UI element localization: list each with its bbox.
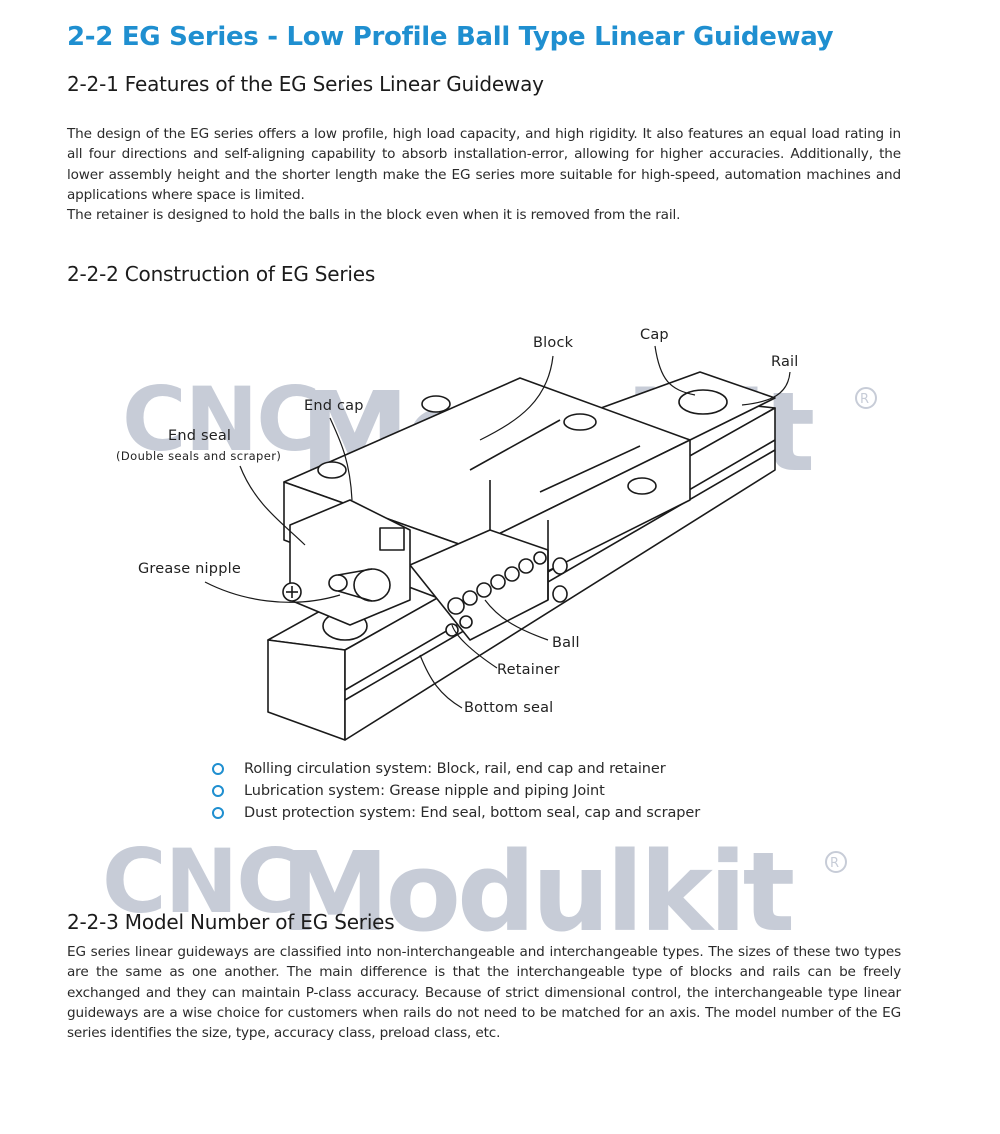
leader-retainer <box>451 624 498 669</box>
page-title: 2-2 EG Series - Low Profile Ball Type Li… <box>67 22 834 52</box>
leader-rail <box>741 371 791 406</box>
label-cap: Cap <box>640 327 669 343</box>
model-number-paragraph: EG series linear guideways are classifie… <box>67 944 901 1042</box>
leader-grease-nipple <box>204 581 341 603</box>
label-block: Block <box>533 335 574 351</box>
list-item: Dust protection system: End seal, bottom… <box>212 802 700 824</box>
label-grease-nipple: Grease nipple <box>138 561 241 577</box>
section-heading-features: 2-2-1 Features of the EG Series Linear G… <box>67 72 544 96</box>
label-end-seal: End seal <box>168 428 232 444</box>
leader-cap <box>654 345 696 396</box>
ring-bullet-icon <box>212 763 224 775</box>
ring-bullet-icon <box>212 807 224 819</box>
leader-block <box>479 355 554 441</box>
label-end-seal-note: (Double seals and scraper) <box>116 449 282 463</box>
label-end-cap: End cap <box>304 398 364 414</box>
ring-bullet-icon <box>212 785 224 797</box>
leader-end-seal <box>239 465 306 546</box>
end-seal-notch <box>379 527 405 551</box>
label-rail: Rail <box>771 354 799 370</box>
list-item: Rolling circulation system: Block, rail,… <box>212 758 700 780</box>
label-retainer: Retainer <box>497 662 560 678</box>
block-bolt-hole-left <box>317 461 347 479</box>
grease-nipple-hex <box>353 568 391 602</box>
section-heading-model-number: 2-2-3 Model Number of EG Series <box>67 910 395 934</box>
cap-hole <box>678 389 728 415</box>
ball-row <box>445 551 547 637</box>
label-bottom-seal: Bottom seal <box>464 700 554 716</box>
rail-side-face <box>267 639 346 741</box>
features-paragraph: The design of the EG series offers a low… <box>67 126 901 203</box>
block-bolt-hole-back <box>421 395 451 413</box>
system-bullet-list: Rolling circulation system: Block, rail,… <box>212 758 700 824</box>
block-bolt-hole-right <box>627 477 657 495</box>
leader-bottom-seal <box>419 654 463 709</box>
list-item: Lubrication system: Grease nipple and pi… <box>212 780 700 802</box>
section-heading-construction: 2-2-2 Construction of EG Series <box>67 262 376 286</box>
leader-end-cap <box>329 417 353 501</box>
label-ball: Ball <box>552 635 580 651</box>
block-center-hole <box>563 413 597 431</box>
retainer-paragraph: The retainer is designed to hold the bal… <box>67 207 681 223</box>
leader-ball <box>484 599 549 641</box>
